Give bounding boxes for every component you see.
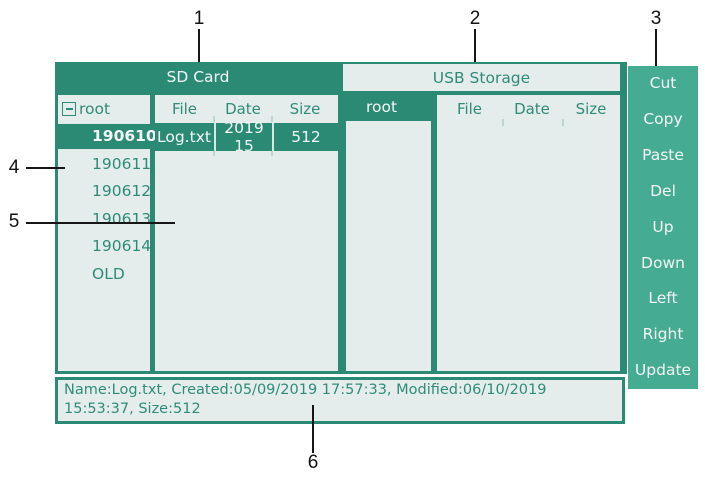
usb-header-date: Date [514,99,550,118]
sd-tree-item[interactable]: OLD [92,264,125,283]
usb-storage-tab[interactable]: USB Storage [343,64,620,91]
callout-line-1 [198,29,200,62]
action-button-panel: Cut Copy Paste Del Up Down Left Right Up… [628,66,698,389]
file-info-text: Name:Log.txt, Created:05/09/2019 17:57:3… [64,382,547,418]
sd-column-tick [213,116,215,122]
copy-button[interactable]: Copy [643,110,683,129]
file-manager-window: SD Card USB Storage root 190610 190611 1… [55,62,627,374]
usb-tree-item-root[interactable]: root [346,92,431,121]
sd-tree-item-root[interactable]: root [58,95,150,123]
sd-file-list: File Date Size Log.txt 2019 15 512 [155,95,338,371]
usb-storage-title: USB Storage [432,68,531,87]
sd-header-size: Size [289,99,321,118]
update-button[interactable]: Update [634,361,692,380]
sd-file-date-cell: 2019 15 [214,119,272,155]
sd-header-file: File [171,99,198,118]
callout-line-5 [26,222,175,224]
right-button[interactable]: Right [642,325,684,344]
sd-file-name-cell: Log.txt [157,127,211,146]
usb-list-header-row: File Date Size [437,95,620,123]
down-button[interactable]: Down [641,253,685,272]
sd-tree-item-selected[interactable]: 190610 [58,122,157,150]
usb-directory-tree: root [346,92,431,371]
sd-file-size-cell: 512 [272,122,338,151]
collapse-minus-icon[interactable] [62,101,76,116]
usb-column-tick [502,119,504,126]
callout-line-6 [312,405,314,453]
callout-number-6: 6 [307,452,319,473]
callout-number-1: 1 [193,8,205,29]
del-button[interactable]: Del [650,181,676,200]
paste-button[interactable]: Paste [642,145,684,164]
sd-header-date: Date [225,99,261,118]
callout-number-3: 3 [650,8,662,29]
usb-header-size: Size [575,99,607,118]
status-bar: Name:Log.txt, Created:05/09/2019 17:57:3… [55,377,625,424]
sd-column-tick [213,151,215,156]
sd-file-row-selected[interactable]: Log.txt 2019 15 512 [155,119,338,155]
sd-column-tick [271,151,273,156]
sd-list-header-row: File Date Size [155,95,338,123]
left-button[interactable]: Left [648,289,678,308]
up-button[interactable]: Up [652,217,674,236]
callout-line-4 [26,167,65,169]
callout-line-3 [655,29,657,66]
sd-card-title: SD Card [166,68,230,86]
sd-tree-item[interactable]: 190611 [92,154,152,173]
sd-column-tick [271,116,273,122]
sd-tree-item[interactable]: 190613 [92,209,152,228]
usb-file-list: File Date Size [437,95,620,371]
sd-tree-root-label: root [79,99,111,118]
callout-line-2 [474,29,476,62]
sd-card-tab[interactable]: SD Card [55,62,341,92]
usb-header-file: File [456,99,483,118]
callout-number-2: 2 [469,8,481,29]
usb-column-tick [562,119,564,126]
sd-tree-item[interactable]: 190614 [92,237,152,256]
callout-number-5: 5 [8,211,20,232]
sd-directory-tree: root 190610 190611 190612 190613 190614 … [58,95,157,371]
sd-tree-item[interactable]: 190612 [92,182,152,201]
cut-button[interactable]: Cut [649,74,677,93]
callout-number-4: 4 [8,157,20,178]
